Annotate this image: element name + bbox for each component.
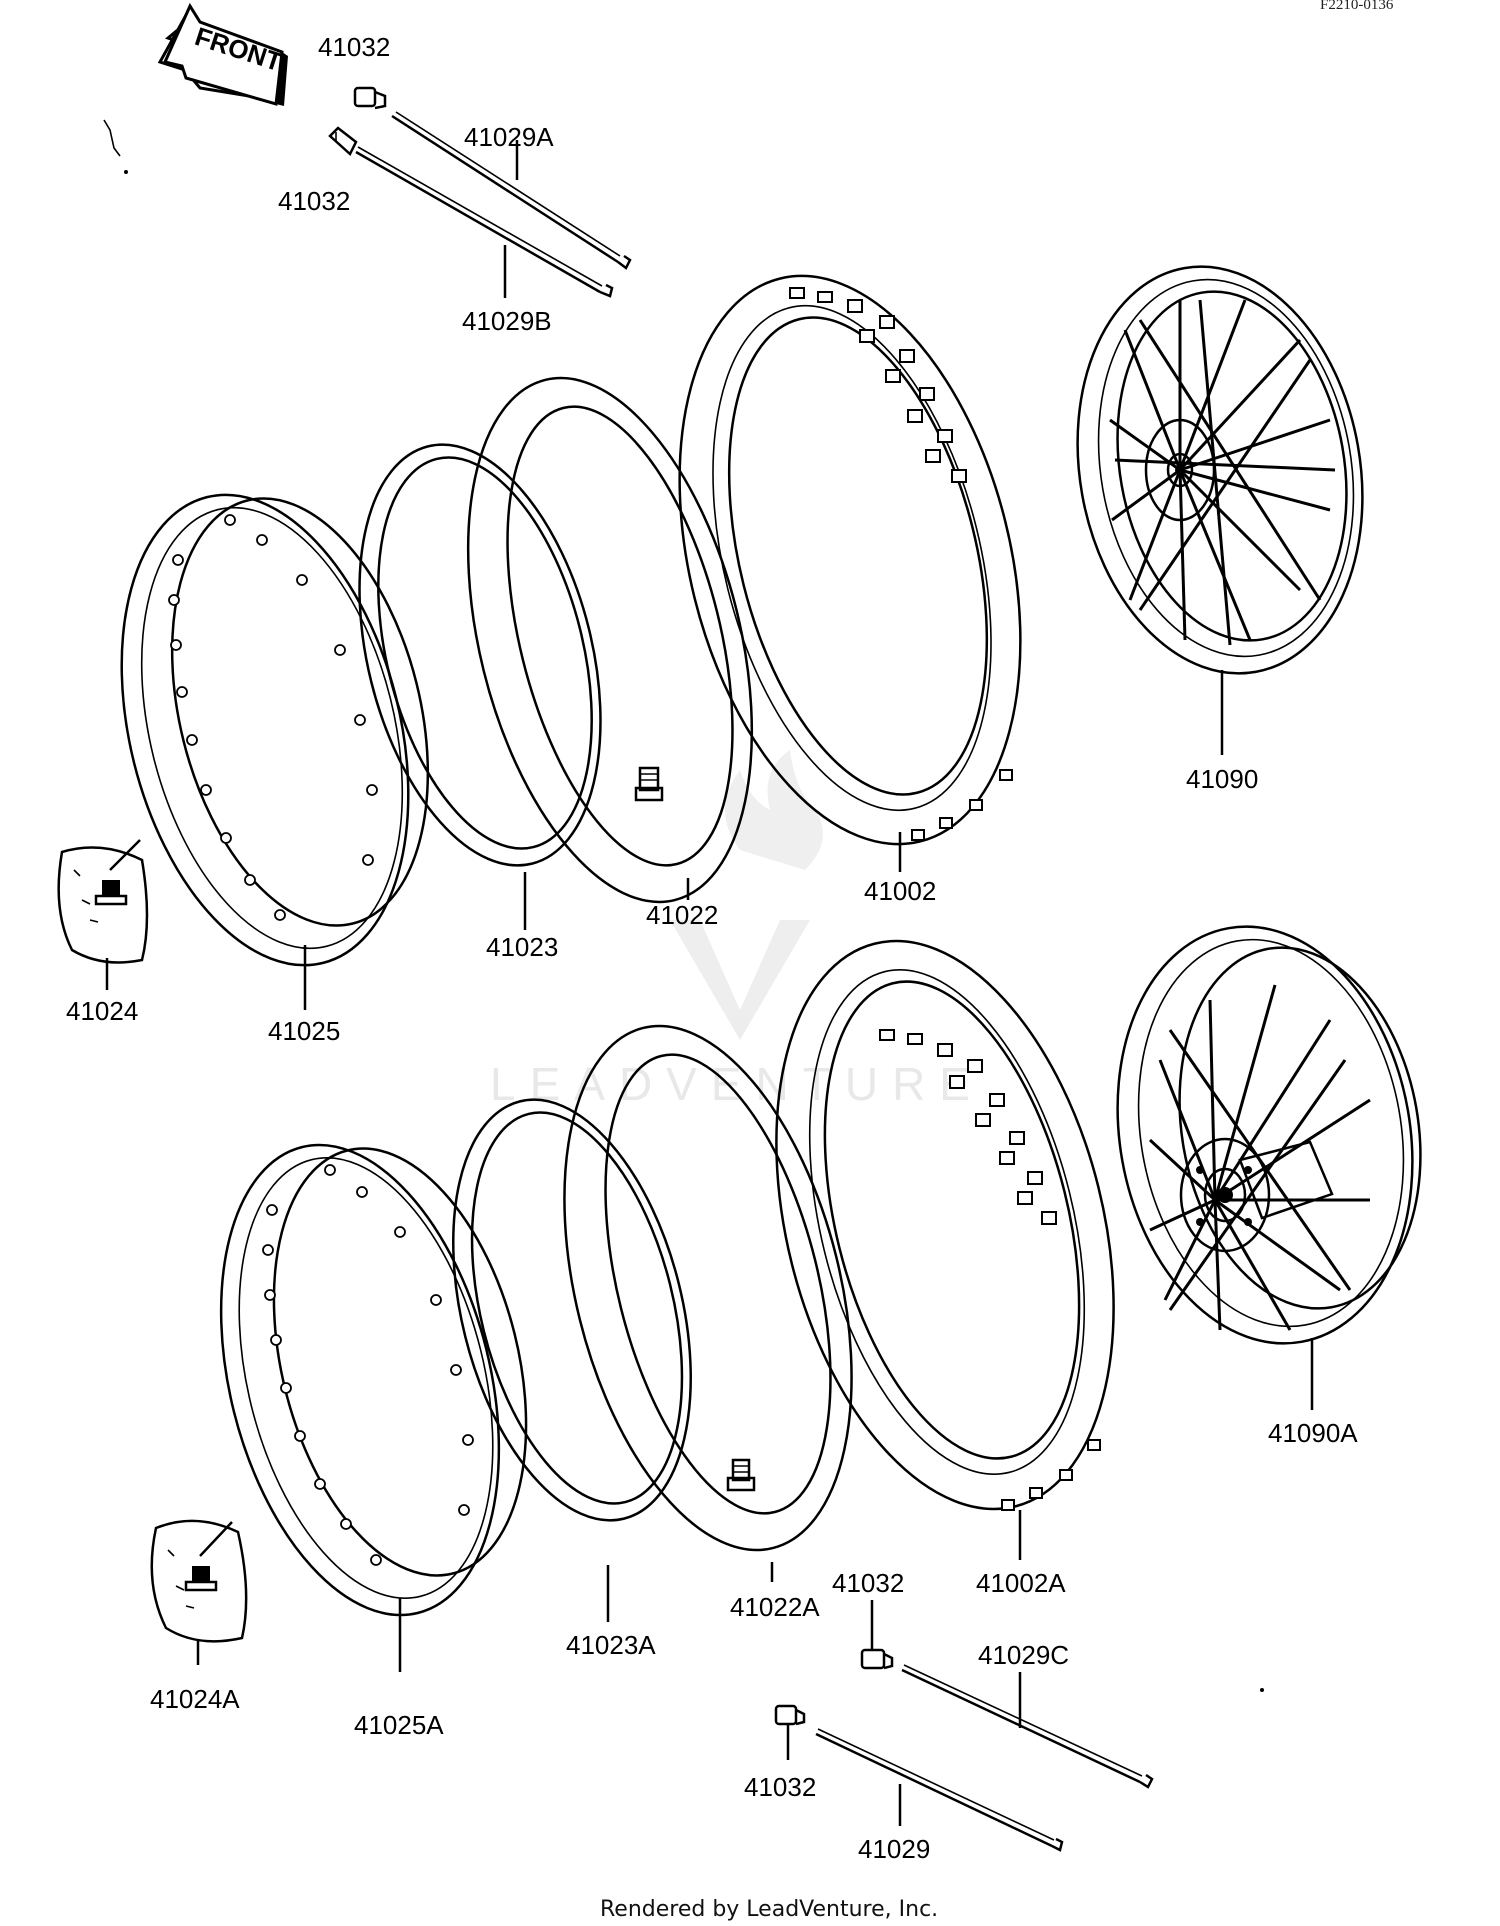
- inner-tube-41022A: [563, 1024, 853, 1552]
- label-41032-b: 41032: [278, 186, 350, 216]
- watermark: LEADVENTURE: [490, 750, 984, 1110]
- rim-lock-41024A: [150, 1519, 248, 1643]
- label-41022: 41022: [646, 900, 718, 930]
- speck-mark: [1260, 1688, 1264, 1692]
- tire-41002A: [775, 939, 1115, 1511]
- spoke-nipple-41032-a: [353, 86, 387, 110]
- speck-marks: [103, 119, 128, 174]
- spokes: [1148, 984, 1371, 1331]
- tread-blocks: [879, 1029, 1101, 1511]
- credit-text: Rendered by LeadVenture, Inc.: [600, 1897, 938, 1922]
- label-41025: 41025: [268, 1016, 340, 1046]
- watermark-text: LEADVENTURE: [490, 1058, 984, 1110]
- wheel-assembly-41090A: [1116, 925, 1422, 1345]
- label-41023: 41023: [486, 932, 558, 962]
- spoke-nipple-41032-c: [860, 1648, 894, 1670]
- valve-stem-icon: [634, 766, 664, 802]
- label-41032-d: 41032: [744, 1772, 816, 1802]
- rim-holes: [168, 514, 378, 921]
- label-41025A: 41025A: [354, 1710, 444, 1740]
- label-41024A: 41024A: [150, 1684, 240, 1714]
- label-41029: 41029: [858, 1834, 930, 1864]
- rim-41025A: [219, 1143, 528, 1617]
- reference-code: F2210-0136: [1320, 0, 1394, 13]
- leader-lines-top: [105, 140, 1224, 1010]
- label-41002A: 41002A: [976, 1568, 1066, 1598]
- label-41090A: 41090A: [1268, 1418, 1358, 1448]
- label-41024: 41024: [66, 996, 138, 1026]
- label-41022A: 41022A: [730, 1592, 820, 1622]
- spoke-nipple-41032-b: [328, 126, 358, 157]
- label-41032-c: 41032: [832, 1568, 904, 1598]
- label-41029C: 41029C: [978, 1640, 1069, 1670]
- leader-lines-bottom: [196, 1338, 1314, 1826]
- rim-band-41023: [358, 443, 602, 867]
- label-41029A: 41029A: [464, 122, 554, 152]
- tire-41002: [678, 274, 1022, 846]
- valve-stem-icon: [726, 1458, 756, 1492]
- label-41023A: 41023A: [566, 1630, 656, 1660]
- inner-tube-41022: [466, 376, 754, 904]
- tread-blocks: [789, 287, 1013, 841]
- label-41032-a: 41032: [318, 32, 390, 62]
- rim-lock-41024: [57, 839, 149, 964]
- rim-41025: [120, 493, 430, 967]
- part-labels: 41032 41029A 41032 41029B 41090 41002 41…: [66, 32, 1358, 1864]
- spoke-41029A: [391, 111, 632, 270]
- rim-band-41023A: [452, 1098, 692, 1522]
- front-arrow-icon: FRONT: [157, 2, 288, 106]
- label-41090: 41090: [1186, 764, 1258, 794]
- wheel-assembly-41090: [1076, 265, 1364, 675]
- spoke-41029: [815, 1728, 1064, 1852]
- label-41002: 41002: [864, 876, 936, 906]
- rim-holes: [262, 1164, 474, 1566]
- label-41029B: 41029B: [462, 306, 552, 336]
- spoke-41029B: [355, 146, 614, 298]
- spoke-nipple-41032-d: [774, 1704, 806, 1726]
- spoke-41029C: [901, 1664, 1154, 1789]
